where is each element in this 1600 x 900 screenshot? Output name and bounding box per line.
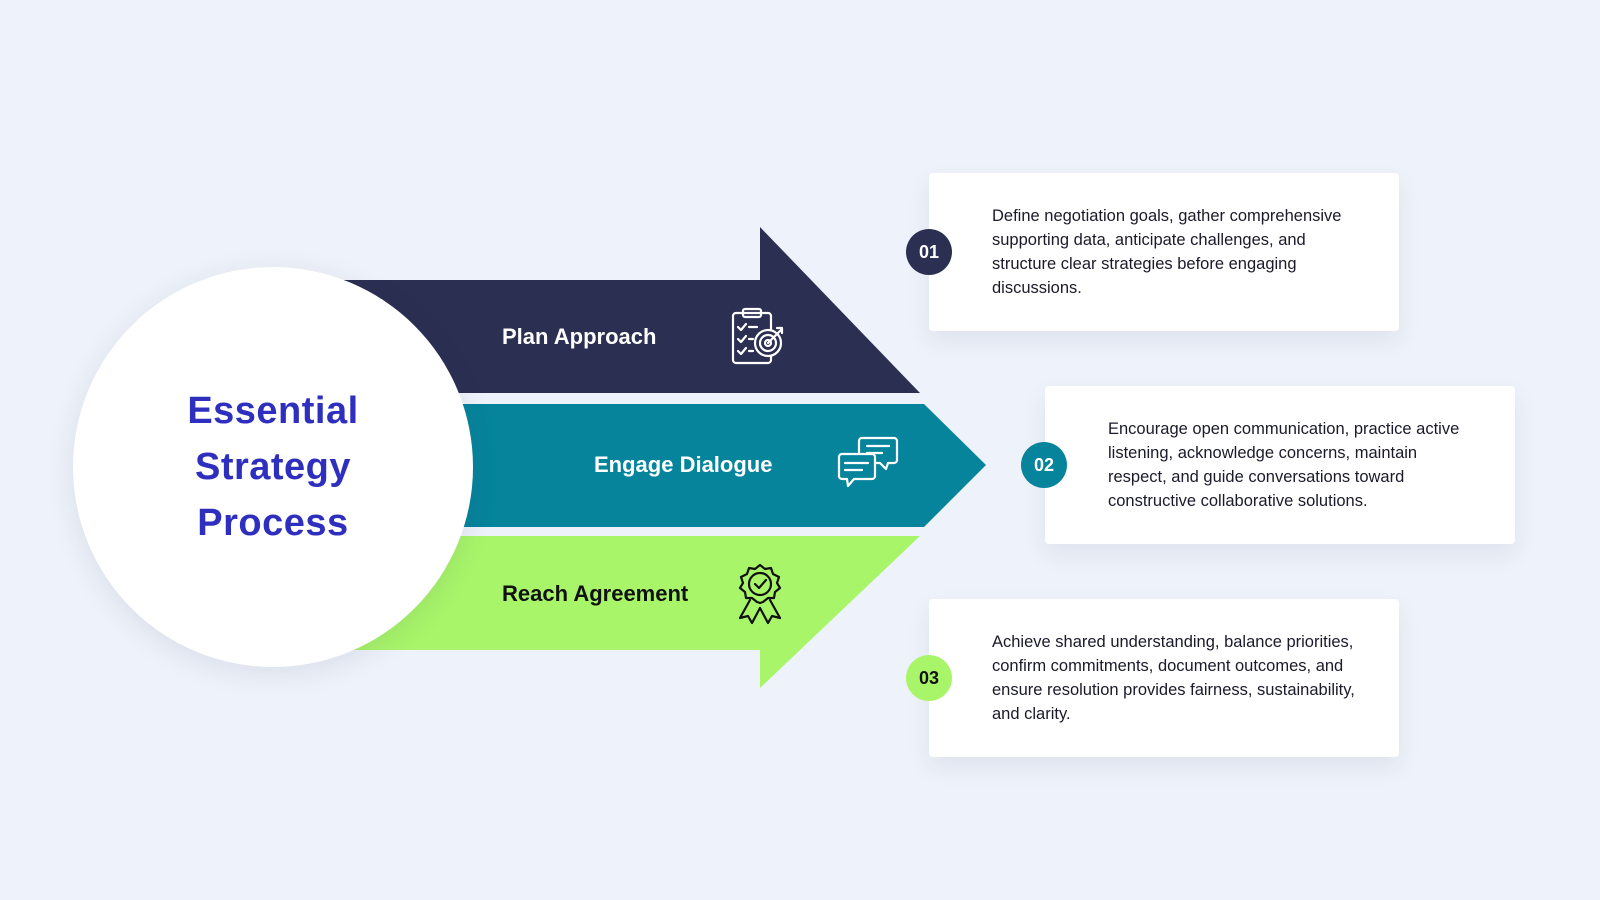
step-2-label: Engage Dialogue — [594, 452, 773, 477]
step-1-label: Plan Approach — [502, 324, 657, 349]
title-circle: Essential Strategy Process — [73, 267, 473, 667]
step-3-description: Achieve shared understanding, balance pr… — [992, 633, 1355, 723]
award-badge-icon — [738, 563, 782, 625]
step-1-card: Define negotiation goals, gather compreh… — [929, 173, 1399, 331]
step-2-card: Encourage open communication, practice a… — [1045, 386, 1515, 544]
chat-bubbles-icon — [837, 436, 899, 488]
step-2-description: Encourage open communication, practice a… — [1108, 420, 1460, 510]
step-1-description: Define negotiation goals, gather compreh… — [992, 207, 1342, 297]
step-3-card: Achieve shared understanding, balance pr… — [929, 599, 1399, 757]
arrow-engage-dialogue — [440, 404, 986, 527]
step-1-number-badge: 01 — [906, 229, 952, 275]
title-line-1: Essential — [187, 390, 359, 432]
title-line-2: Strategy — [194, 446, 352, 488]
clipboard-target-icon — [731, 307, 784, 365]
step-3-label: Reach Agreement — [502, 581, 689, 606]
title-line-3: Process — [197, 502, 349, 544]
step-3-number-badge: 03 — [906, 655, 952, 701]
step-2-number-badge: 02 — [1021, 442, 1067, 488]
